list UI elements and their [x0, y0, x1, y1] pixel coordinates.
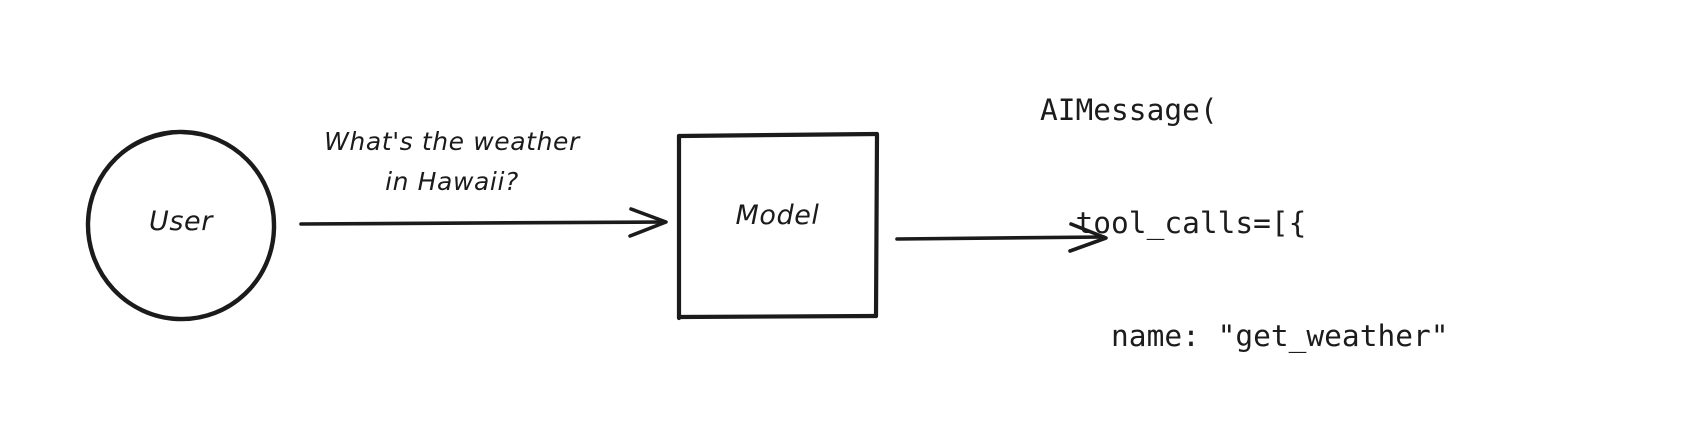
code-line: name: "get_weather" [1040, 318, 1449, 353]
edge-label-line-2: in Hawaii? [385, 167, 519, 196]
ai-message-code-block: AIMessage( tool_calls=[{ name: "get_weat… [1040, 17, 1484, 432]
edge-label-user-to-model: What's the weather in Hawaii? [292, 122, 612, 202]
code-line: AIMessage( [1040, 93, 1218, 128]
edge-label-line-1: What's the weather [324, 127, 580, 156]
model-node-label: Model [735, 200, 820, 231]
arrow-user-to-model [299, 207, 668, 238]
user-node-label: User [149, 206, 213, 237]
code-line: tool_calls=[{ [1040, 205, 1307, 240]
